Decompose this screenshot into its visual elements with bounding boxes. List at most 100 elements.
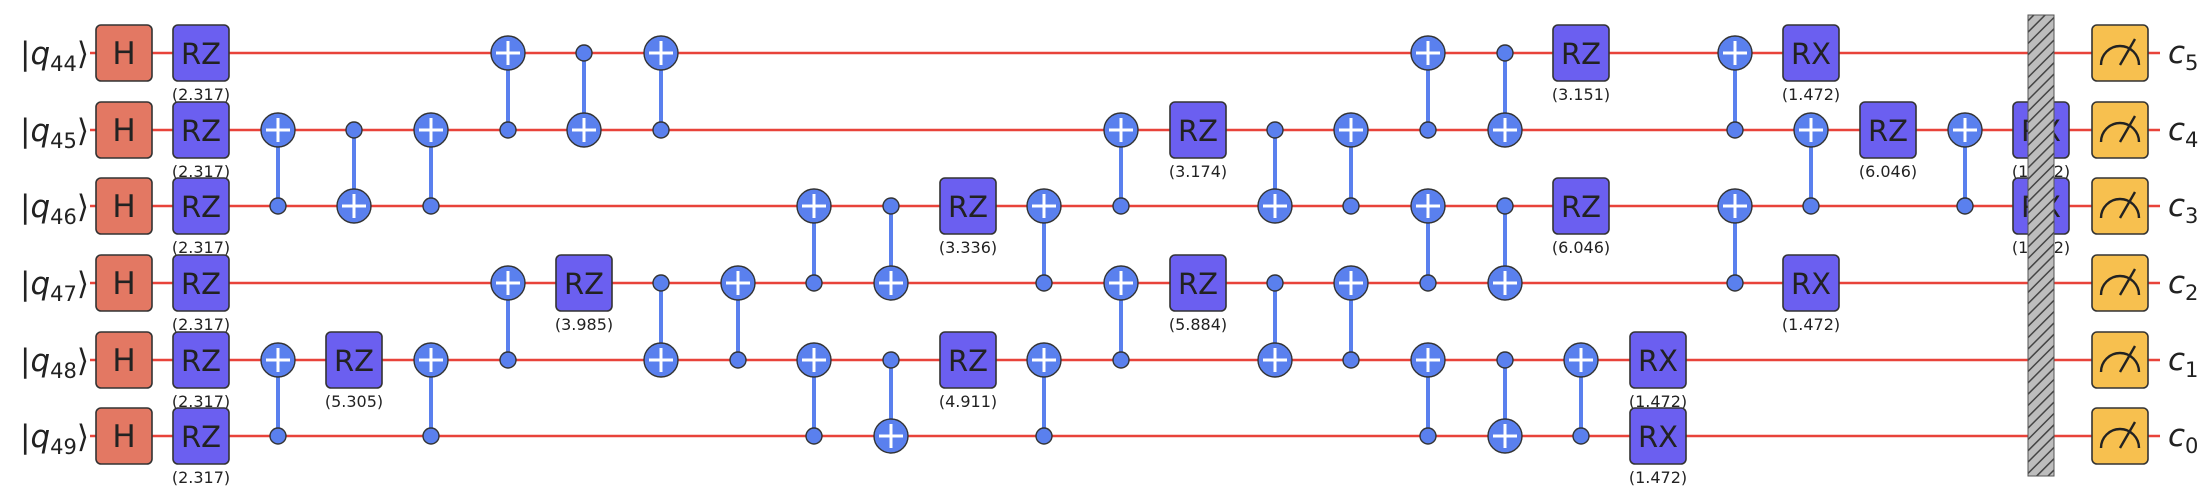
target-plus-icon bbox=[1717, 35, 1753, 71]
measure-gauge-icon bbox=[2091, 254, 2149, 312]
svg-text:|q46⟩: |q46⟩ bbox=[20, 189, 89, 229]
measure-gauge-icon bbox=[2091, 24, 2149, 82]
target-plus-icon bbox=[796, 188, 832, 224]
control-dot bbox=[345, 121, 363, 139]
rz-gate: RZ(3.174) bbox=[1169, 101, 1227, 181]
target-plus-icon bbox=[1257, 342, 1293, 378]
cnot-gate bbox=[413, 112, 449, 215]
cnot-gate bbox=[1487, 351, 1523, 454]
target-plus-icon bbox=[873, 265, 909, 301]
gate-parameter: (3.985) bbox=[555, 315, 613, 334]
svg-text:H: H bbox=[112, 36, 135, 72]
cnot-gate bbox=[566, 44, 602, 148]
rz-gate: RZ(6.046) bbox=[1552, 177, 1610, 257]
cnot-gate bbox=[1026, 188, 1062, 292]
target-plus-icon bbox=[566, 112, 602, 148]
control-dot bbox=[422, 427, 440, 445]
cnot-gate bbox=[796, 342, 832, 445]
control-dot bbox=[1496, 197, 1514, 215]
qubit-label: |q49⟩ bbox=[20, 419, 89, 459]
h-gate: H bbox=[95, 101, 153, 159]
target-plus-icon bbox=[1333, 265, 1369, 301]
control-dot bbox=[1112, 197, 1130, 215]
cnot-gate bbox=[873, 197, 909, 301]
target-plus-icon bbox=[1563, 342, 1599, 378]
svg-text:|q44⟩: |q44⟩ bbox=[20, 36, 89, 76]
gate-parameter: (3.151) bbox=[1552, 85, 1610, 104]
cnot-gate bbox=[1487, 197, 1523, 301]
rx-gate: RX(1.472) bbox=[1782, 254, 1840, 334]
cnot-gate bbox=[643, 274, 679, 378]
svg-text:|q49⟩: |q49⟩ bbox=[20, 419, 89, 459]
svg-text:RZ: RZ bbox=[1178, 267, 1218, 301]
svg-text:RX: RX bbox=[1791, 37, 1831, 71]
rz-gate: RZ(3.985) bbox=[555, 254, 613, 334]
svg-text:RZ: RZ bbox=[1561, 37, 1601, 71]
gate-parameter: (2.317) bbox=[172, 315, 230, 334]
target-plus-icon bbox=[1103, 265, 1139, 301]
target-plus-icon bbox=[1487, 112, 1523, 148]
svg-text:|q45⟩: |q45⟩ bbox=[20, 113, 89, 153]
control-dot bbox=[1342, 197, 1360, 215]
classical-label: c5 bbox=[2168, 35, 2198, 75]
cnot-gate bbox=[1257, 121, 1293, 224]
control-dot bbox=[1266, 121, 1284, 139]
target-plus-icon bbox=[1947, 112, 1983, 148]
control-dot bbox=[499, 351, 517, 369]
gate-parameter: (3.174) bbox=[1169, 162, 1227, 181]
control-dot bbox=[422, 197, 440, 215]
qubit-label: |q46⟩ bbox=[20, 189, 89, 229]
control-dot bbox=[729, 351, 747, 369]
cnot-gate bbox=[643, 35, 679, 139]
svg-text:RZ: RZ bbox=[181, 267, 221, 301]
gate-parameter: (1.472) bbox=[1782, 85, 1840, 104]
rz-gate: RZ(6.046) bbox=[1859, 101, 1917, 181]
svg-text:RZ: RZ bbox=[948, 344, 988, 378]
target-plus-icon bbox=[1333, 112, 1369, 148]
control-dot bbox=[1112, 351, 1130, 369]
svg-text:RZ: RZ bbox=[181, 420, 221, 454]
control-dot bbox=[269, 427, 287, 445]
cnot-gate bbox=[873, 351, 909, 454]
svg-text:RZ: RZ bbox=[181, 114, 221, 148]
svg-text:RZ: RZ bbox=[181, 190, 221, 224]
target-plus-icon bbox=[413, 112, 449, 148]
qubit-label: |q45⟩ bbox=[20, 113, 89, 153]
qubit-label: |q47⟩ bbox=[20, 266, 89, 306]
cnot-gate bbox=[720, 265, 756, 369]
gate-parameter: (5.305) bbox=[325, 392, 383, 411]
svg-text:RX: RX bbox=[1638, 420, 1678, 454]
svg-text:RZ: RZ bbox=[181, 37, 221, 71]
target-plus-icon bbox=[1487, 265, 1523, 301]
cnot-gate bbox=[796, 188, 832, 292]
svg-text:RZ: RZ bbox=[948, 190, 988, 224]
cnot-gate bbox=[1410, 35, 1446, 139]
h-gate: H bbox=[95, 331, 153, 389]
control-dot bbox=[1802, 197, 1820, 215]
rz-gate: RZ(3.336) bbox=[939, 177, 997, 257]
gates-layer: HHHHHHRZ(2.317)RZ(2.317)RZ(2.317)RZ(2.31… bbox=[95, 14, 2149, 487]
svg-text:H: H bbox=[112, 419, 135, 455]
rx-gate: RX (1.472) bbox=[1782, 24, 1840, 104]
cnot-gate bbox=[1103, 265, 1139, 369]
target-plus-icon bbox=[1410, 35, 1446, 71]
svg-text:RX: RX bbox=[1638, 344, 1678, 378]
classical-label: c0 bbox=[2168, 418, 2198, 458]
rz-gate: RZ(5.884) bbox=[1169, 254, 1227, 334]
control-dot bbox=[805, 274, 823, 292]
control-dot bbox=[1342, 351, 1360, 369]
qubit-wires bbox=[90, 51, 2160, 438]
rz-gate: RZ(2.317) bbox=[172, 177, 230, 257]
gate-parameter: (1.472) bbox=[1629, 468, 1687, 487]
svg-text:H: H bbox=[112, 266, 135, 302]
cnot-gate bbox=[336, 121, 372, 224]
svg-text:c1: c1 bbox=[2168, 342, 2198, 382]
cnot-gate bbox=[413, 342, 449, 445]
control-dot bbox=[882, 197, 900, 215]
rz-gate: RZ(2.317) bbox=[172, 24, 230, 104]
svg-text:RZ: RZ bbox=[1561, 190, 1601, 224]
rz-gate: RZ(5.305) bbox=[325, 331, 383, 411]
h-gate: H bbox=[95, 177, 153, 235]
classical-label: c3 bbox=[2168, 188, 2198, 228]
control-dot bbox=[1419, 427, 1437, 445]
